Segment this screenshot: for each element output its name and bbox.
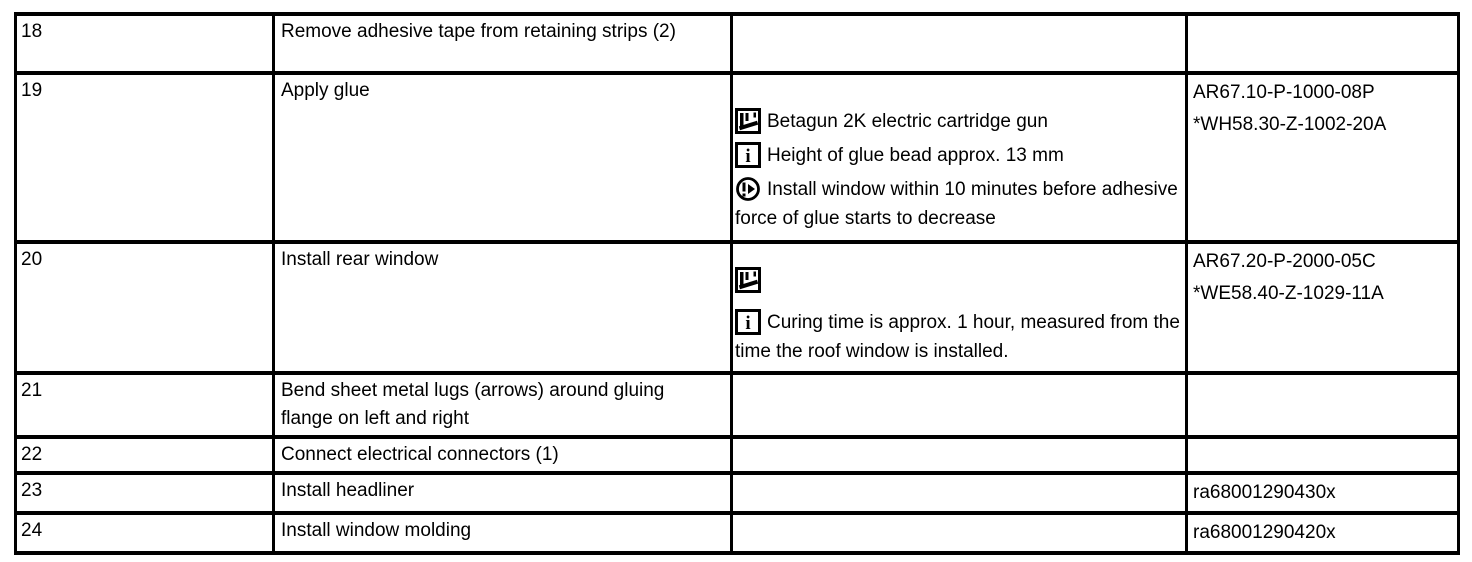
- step-number: 21: [21, 380, 43, 401]
- cartridge-gun-icon: [735, 108, 767, 134]
- task-cell: Apply glue: [272, 71, 733, 244]
- step-number-cell: 18: [14, 12, 275, 75]
- step-number: 22: [21, 444, 43, 465]
- note-line: Betagun 2K electric cartridge gun: [735, 107, 1183, 136]
- table-row: 18 Remove adhesive tape from retaining s…: [14, 12, 1460, 75]
- info-icon: i: [735, 309, 767, 335]
- task-text: Install headliner: [281, 480, 415, 501]
- step-number: 24: [21, 520, 43, 541]
- references-cell: AR67.10-P-1000-08P *WH58.30-Z-1002-20A: [1185, 71, 1460, 244]
- step-number: 18: [21, 21, 43, 42]
- task-cell: Bend sheet metal lugs (arrows) around gl…: [272, 371, 733, 439]
- step-number-cell: 23: [14, 471, 275, 515]
- references-cell: [1185, 371, 1460, 439]
- svg-text:i: i: [745, 146, 750, 167]
- note-text: Curing time is approx. 1 hour, measured …: [735, 312, 1180, 362]
- table-row: 22 Connect electrical connectors (1): [14, 435, 1460, 475]
- references-cell: ra68001290420x: [1185, 511, 1460, 555]
- reference: AR67.10-P-1000-08P: [1193, 82, 1375, 103]
- note-text: Height of glue bead approx. 13 mm: [767, 145, 1064, 166]
- table-row: 24 Install window molding ra68001290420x: [14, 511, 1460, 555]
- table-row: 19 Apply glue Betagun 2K electric cartri…: [14, 71, 1460, 244]
- reference: ra68001290430x: [1193, 482, 1336, 503]
- info-icon: i: [735, 142, 767, 168]
- notes-cell: [730, 511, 1188, 555]
- step-number: 20: [21, 249, 43, 270]
- step-number-cell: 19: [14, 71, 275, 244]
- reference: AR67.20-P-2000-05C: [1193, 251, 1376, 272]
- notes-cell: [730, 471, 1188, 515]
- task-text: Connect electrical connectors (1): [281, 444, 559, 465]
- note-line: i Height of glue bead approx. 13 mm: [735, 141, 1183, 170]
- task-cell: Connect electrical connectors (1): [272, 435, 733, 475]
- note-line: Install window within 10 minutes before …: [735, 175, 1183, 233]
- task-cell: Install rear window: [272, 240, 733, 375]
- step-number-cell: 24: [14, 511, 275, 555]
- task-cell: Install window molding: [272, 511, 733, 555]
- references-cell: ra68001290430x: [1185, 471, 1460, 515]
- reference: ra68001290420x: [1193, 522, 1336, 543]
- svg-text:i: i: [745, 313, 750, 334]
- procedure-table: 18 Remove adhesive tape from retaining s…: [14, 12, 1460, 555]
- reference: *WE58.40-Z-1029-11A: [1193, 283, 1384, 304]
- note-line: [735, 266, 1183, 295]
- step-number: 23: [21, 480, 43, 501]
- notes-cell: [730, 12, 1188, 75]
- references-cell: [1185, 435, 1460, 475]
- notes-cell: [730, 435, 1188, 475]
- table-row: 23 Install headliner ra68001290430x: [14, 471, 1460, 515]
- timer-icon: [735, 177, 767, 201]
- task-text: Bend sheet metal lugs (arrows) around gl…: [281, 380, 665, 429]
- task-text: Install rear window: [281, 249, 439, 270]
- note-text: Betagun 2K electric cartridge gun: [767, 111, 1048, 132]
- step-number-cell: 22: [14, 435, 275, 475]
- cartridge-gun-icon: [735, 267, 767, 293]
- step-number: 19: [21, 80, 43, 101]
- notes-cell: Betagun 2K electric cartridge gun i Heigh…: [730, 71, 1188, 244]
- task-text: Apply glue: [281, 80, 370, 101]
- task-cell: Install headliner: [272, 471, 733, 515]
- table-row: 21 Bend sheet metal lugs (arrows) around…: [14, 371, 1460, 439]
- step-number-cell: 21: [14, 371, 275, 439]
- references-cell: [1185, 12, 1460, 75]
- task-cell: Remove adhesive tape from retaining stri…: [272, 12, 733, 75]
- note-text: Install window within 10 minutes before …: [735, 179, 1178, 229]
- task-text: Install window molding: [281, 520, 472, 541]
- notes-cell: [730, 371, 1188, 439]
- references-cell: AR67.20-P-2000-05C *WE58.40-Z-1029-11A: [1185, 240, 1460, 375]
- reference: *WH58.30-Z-1002-20A: [1193, 114, 1387, 135]
- task-text: Remove adhesive tape from retaining stri…: [281, 21, 676, 42]
- step-number-cell: 20: [14, 240, 275, 375]
